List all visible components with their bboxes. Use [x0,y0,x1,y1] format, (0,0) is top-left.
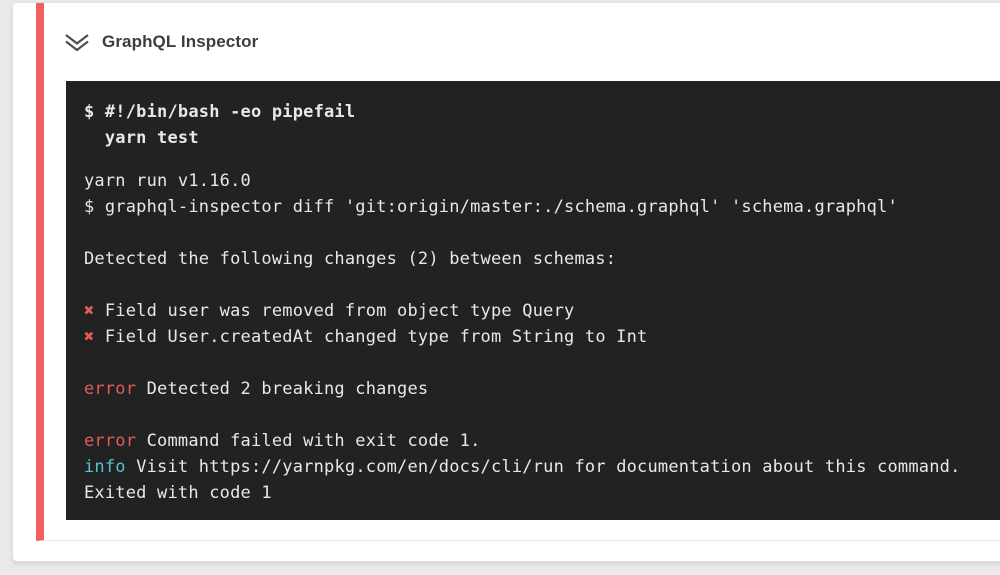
terminal-text-segment: error [84,431,147,451]
terminal-command-block: $ #!/bin/bash -eo pipefail yarn test [84,99,986,151]
terminal-text-segment: yarn run v1.16.0 [84,171,251,191]
terminal-output-block: yarn run v1.16.0 $ graphql-inspector diff… [84,168,986,506]
double-chevron-down-icon[interactable] [64,33,90,52]
step-section: GraphQL Inspector $ #!/bin/bash -eo pipe… [36,3,1000,541]
terminal-text-segment: Exited with code 1 [84,483,272,503]
terminal-line: $ #!/bin/bash -eo pipefail [84,99,986,125]
terminal-line: Exited with code 1 [84,480,986,506]
step-title: GraphQL Inspector [102,32,259,51]
terminal-line: Detected the following changes (2) betwe… [84,246,986,272]
terminal-text-segment: $ #!/bin/bash -eo pipefail [84,102,356,122]
terminal-line: info Visit https://yarnpkg.com/en/docs/c… [84,454,986,480]
terminal-line: error Detected 2 breaking changes [84,376,986,402]
terminal-text-segment: info [84,457,137,477]
terminal-line [84,220,986,246]
terminal-line: ✖ Field user was removed from object typ… [84,298,986,324]
terminal-text-segment: error [84,379,147,399]
terminal-line [84,402,986,428]
build-step-card: GraphQL Inspector $ #!/bin/bash -eo pipe… [12,2,1000,562]
terminal-line: yarn test [84,125,986,151]
terminal-line [84,272,986,298]
terminal-text-segment: yarn test [84,128,199,148]
terminal-output: $ #!/bin/bash -eo pipefail yarn test yar… [66,81,1000,520]
terminal-text-segment: Visit https://yarnpkg.com/en/docs/cli/ru… [136,457,961,477]
terminal-text-segment: ✖ [84,327,105,347]
terminal-line: $ graphql-inspector diff 'git:origin/mas… [84,194,986,220]
terminal-text-segment: Field User.createdAt changed type from S… [104,327,648,347]
terminal-text-segment: $ graphql-inspector diff 'git:origin/mas… [84,197,898,217]
terminal-line [84,350,986,376]
terminal-line: yarn run v1.16.0 [84,168,986,194]
terminal-text-segment: Detected 2 breaking changes [146,379,429,399]
terminal-text-segment: Field user was removed from object type … [104,301,575,321]
terminal-line: error Command failed with exit code 1. [84,428,986,454]
terminal-text-segment: ✖ [84,301,105,321]
terminal-line: ✖ Field User.createdAt changed type from… [84,324,986,350]
terminal-text-segment: Command failed with exit code 1. [146,431,481,451]
step-header-toggle[interactable]: GraphQL Inspector [44,3,1000,81]
terminal-text-segment: Detected the following changes (2) betwe… [84,249,617,269]
